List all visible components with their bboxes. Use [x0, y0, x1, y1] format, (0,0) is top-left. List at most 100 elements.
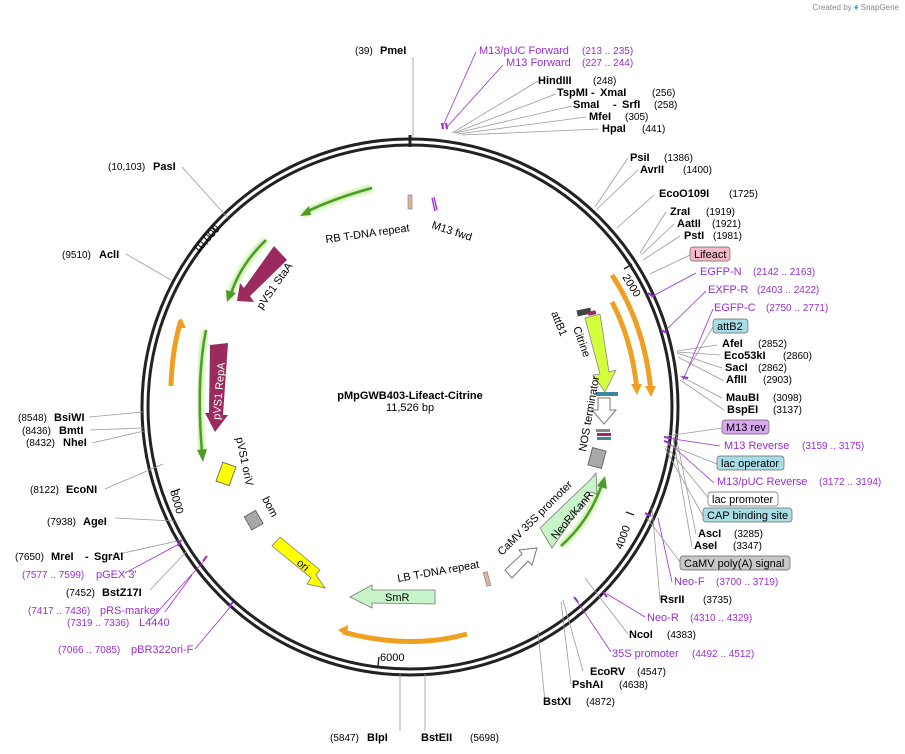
pvs1-staa-arrow [237, 246, 287, 302]
feature-pvs1-oriv: pVS1 oriV [233, 436, 255, 488]
primer-name: M13/pUC Reverse [717, 476, 807, 488]
feature-arrows [168, 184, 656, 644]
boxed-feature-label: Lifeact [694, 249, 726, 261]
enzyme-name: ZraI [670, 206, 690, 218]
boxed-feature-labels [646, 254, 723, 563]
primer-range: (7319 .. 7336) [67, 618, 129, 629]
enzyme-labels: (39) PmeI HindIII (248) TspMI XmaI (256)… [15, 45, 812, 744]
primer-labels: M13/pUC Forward (213 .. 235) M13 Forward… [22, 45, 881, 660]
enzyme-pos: (3137) [773, 405, 802, 416]
enzyme-name: SacI [725, 362, 748, 374]
enzyme-name: AatII [677, 218, 701, 230]
primer-name: EGFP-N [700, 266, 742, 278]
boxed-feature-label: CaMV poly(A) signal [684, 558, 784, 570]
enzyme-name: AvrII [640, 164, 664, 176]
primer-name: Neo-R [647, 612, 679, 624]
enzyme-name: AflII [726, 374, 747, 386]
enzyme-name: BlpI [367, 732, 388, 744]
enzyme-pos: (1725) [729, 189, 758, 200]
enzyme-name: AscI [698, 528, 721, 540]
enzyme-pos: (305) [625, 112, 648, 123]
enzyme-name: HindIII [538, 75, 572, 87]
enzyme-pos: (1400) [683, 165, 712, 176]
enzyme-pos: (7452) [66, 588, 95, 599]
leader-lines [88, 57, 725, 731]
enzyme-pos: (7650) [15, 552, 44, 563]
enzyme-pos: (1386) [664, 153, 693, 164]
enzyme-name: BstZ17I [102, 587, 142, 599]
primer-range: (227 .. 244) [582, 58, 633, 69]
enzyme-name: AfeI [722, 338, 743, 350]
svg-text:-: - [613, 99, 617, 111]
feature-smr: SmR [385, 592, 410, 604]
neor-kanr-arrow [539, 471, 598, 549]
enzyme-name: BspEI [727, 404, 758, 416]
boxed-features: Lifeact attB2 M13 rev lac operator lac p… [679, 246, 793, 571]
feature-bom: bom [259, 495, 280, 520]
enzyme-pos: (4638) [619, 680, 648, 691]
enzyme-name: PmeI [380, 45, 406, 57]
boxed-feature-label: lac operator [721, 458, 779, 470]
enzyme-name: BmtI [59, 425, 83, 437]
enzyme-name: PasI [153, 161, 176, 173]
credit-brand: SnapGene [860, 3, 899, 12]
enzyme-pos: (1919) [706, 207, 735, 218]
primer-range: (3172 .. 3194) [819, 477, 881, 488]
svg-text:-: - [591, 87, 595, 99]
primer-marks [177, 122, 689, 608]
enzyme-pos: (1921) [712, 219, 741, 230]
primer-name: Neo-F [674, 576, 705, 588]
enzyme-pos: (5847) [330, 733, 359, 744]
primer-range: (7066 .. 7085) [58, 645, 120, 656]
enzyme-pos: (256) [652, 88, 675, 99]
enzyme-name: EcoRV [590, 666, 626, 678]
primer-name: 35S promoter [612, 648, 679, 660]
enzyme-pos: (258) [654, 100, 677, 111]
enzyme-pos: (8122) [30, 485, 59, 496]
primer-name: EGFP-C [714, 302, 756, 314]
primer-name: pGEX 3' [96, 569, 137, 581]
pvs1-repa-arrow [205, 343, 228, 432]
enzyme-name: AgeI [83, 516, 107, 528]
primer-range: (2142 .. 2163) [753, 267, 815, 278]
enzyme-pos: (2862) [758, 363, 787, 374]
feature-m13-fwd: M13 fwd [430, 219, 473, 243]
enzyme-name: Eco53kI [724, 350, 766, 362]
enzyme-pos: (4383) [667, 630, 696, 641]
enzyme-pos: (3098) [773, 393, 802, 404]
enzyme-pos: (7938) [47, 517, 76, 528]
primer-name: EXFP-R [708, 284, 748, 296]
enzyme-name: AseI [694, 540, 717, 552]
enzyme-pair: XmaI [600, 87, 626, 99]
primer-name: L4440 [139, 617, 170, 629]
enzyme-pos: (39) [355, 46, 373, 57]
primer-name: pBR322ori-F [131, 644, 194, 656]
tick-marks [171, 225, 635, 667]
enzyme-pos: (9510) [62, 250, 91, 261]
snapgene-logo-icon: ♦ [853, 2, 859, 12]
enzyme-pos: (8436) [22, 426, 51, 437]
enzyme-pos: (5698) [470, 733, 499, 744]
enzyme-pos: (3347) [733, 541, 762, 552]
primer-range: (3159 .. 3175) [802, 441, 864, 452]
enzyme-name: PsiI [630, 152, 650, 164]
enzyme-pos: (1981) [713, 231, 742, 242]
primer-range: (4310 .. 4329) [690, 613, 752, 624]
credit-prefix: Created by [812, 3, 852, 12]
enzyme-pair: SrfI [622, 99, 640, 111]
enzyme-name: EcoNI [66, 484, 97, 496]
enzyme-name: SmaI [573, 99, 599, 111]
primer-range: (3700 .. 3719) [716, 577, 778, 588]
enzyme-name: HpaI [602, 123, 626, 135]
enzyme-name: RsrII [660, 594, 684, 606]
enzyme-pos: (3285) [734, 529, 763, 540]
enzyme-name: PstI [684, 230, 704, 242]
enzyme-pos: (8548) [18, 413, 47, 424]
enzyme-name: BsiWI [54, 412, 85, 424]
enzyme-name: NheI [63, 437, 87, 449]
enzyme-name: MauBI [726, 392, 759, 404]
enzyme-pair: SgrAI [94, 551, 123, 563]
primer-name: M13 Reverse [724, 440, 789, 452]
primer-range: (4492 .. 4512) [692, 649, 754, 660]
